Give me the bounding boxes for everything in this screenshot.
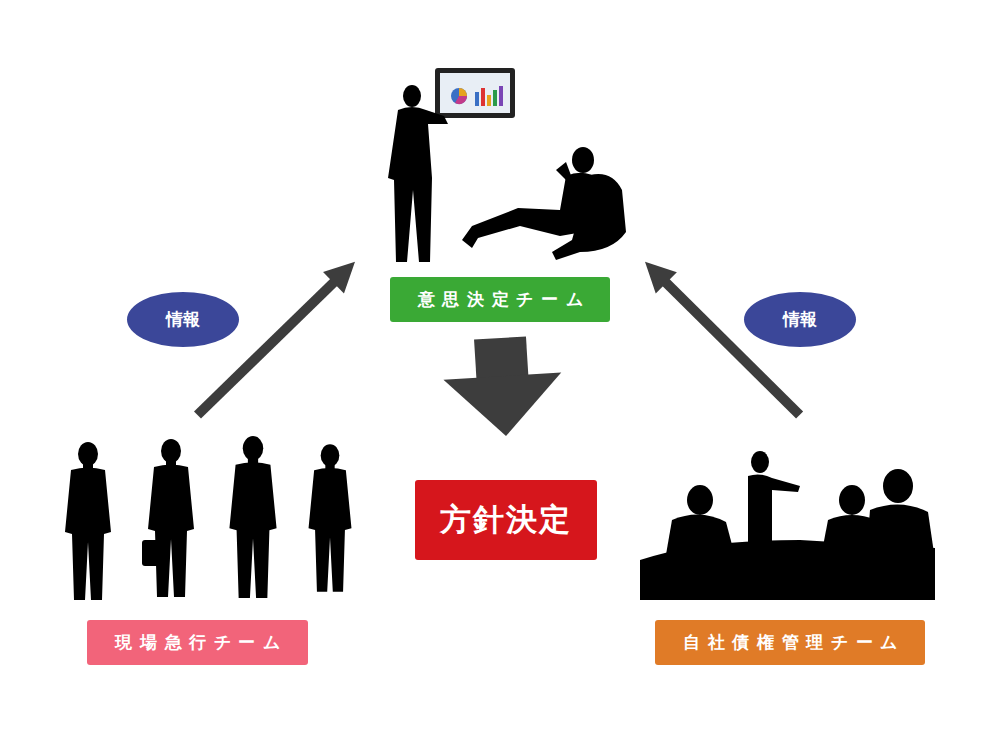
meeting-figures xyxy=(640,451,935,600)
presenter-figure xyxy=(388,68,515,262)
team-label: 自社債権管理チーム xyxy=(655,620,925,665)
label-wrap: 自社債権管理チーム xyxy=(630,620,950,665)
field-team-figures xyxy=(65,436,351,600)
team-label: 現場急行チーム xyxy=(87,620,308,665)
label-wrap: 現場急行チーム xyxy=(60,620,335,665)
arrow-connector xyxy=(443,338,561,436)
info-ellipse: 情報 xyxy=(744,292,856,347)
decision-box: 方針決定 xyxy=(415,480,597,560)
team-node: 自社債権管理チーム xyxy=(630,415,950,665)
info-label: 情報 xyxy=(166,308,200,331)
info-ellipse: 情報 xyxy=(127,292,239,347)
seated-figure xyxy=(462,147,626,260)
team-label: 意思決定チーム xyxy=(390,277,611,322)
team-node: 意思決定チーム xyxy=(355,60,645,322)
label-wrap: 意思決定チーム xyxy=(355,277,645,322)
decision-label: 方針決定 xyxy=(440,499,572,541)
team-node: 現場急行チーム xyxy=(60,415,335,665)
info-label: 情報 xyxy=(783,308,817,331)
